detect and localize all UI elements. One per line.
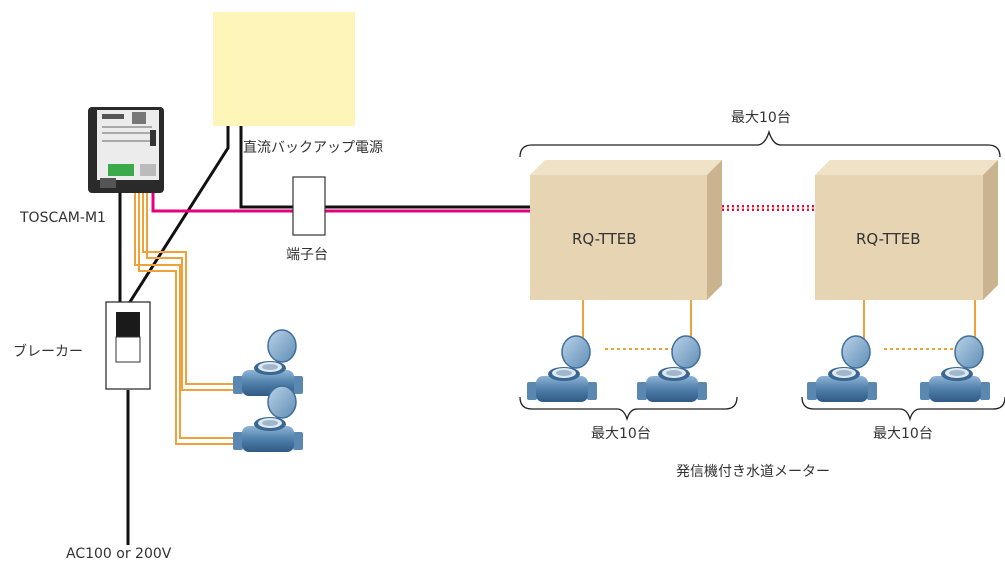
breaker	[105, 301, 151, 390]
terminal-block-label: 端子台	[286, 247, 328, 263]
meter-wire-1b	[146, 182, 235, 391]
brace-bottom-right	[801, 396, 1005, 422]
meter-wire-2b	[138, 182, 235, 445]
max-units-bottom-right-label: 最大10台	[873, 426, 933, 442]
dc-backup-power-box	[213, 12, 355, 126]
water-meter-r4	[919, 335, 991, 403]
ac-power-label: AC100 or 200V	[66, 546, 172, 562]
water-meter-r1	[526, 335, 598, 403]
transmitter-box-2	[815, 160, 998, 300]
meter-wire-2a	[134, 182, 235, 439]
meter-wire-1a	[142, 182, 235, 385]
max-units-top-label: 最大10台	[731, 110, 791, 126]
transmitter-2-label: RQ-TTEB	[856, 230, 921, 248]
transmitter-box-1	[530, 160, 722, 300]
brace-top	[519, 129, 1001, 158]
breaker-label: ブレーカー	[13, 344, 83, 360]
water-meters-label: 発信機付き水道メーター	[676, 464, 830, 480]
dc-backup-power-label: 直流バックアップ電源	[243, 140, 383, 156]
toscam-label: TOSCAM-M1	[20, 210, 106, 226]
dc-wire-to-transmitter	[239, 126, 530, 209]
brace-bottom-left	[519, 396, 738, 422]
water-meter-left-1	[232, 329, 304, 397]
toscam-device	[88, 107, 164, 193]
transmitter-1-label: RQ-TTEB	[572, 230, 637, 248]
max-units-bottom-left-label: 最大10台	[591, 426, 651, 442]
water-meter-r2	[636, 335, 708, 403]
terminal-block	[292, 176, 326, 236]
water-meter-r3	[806, 335, 878, 403]
